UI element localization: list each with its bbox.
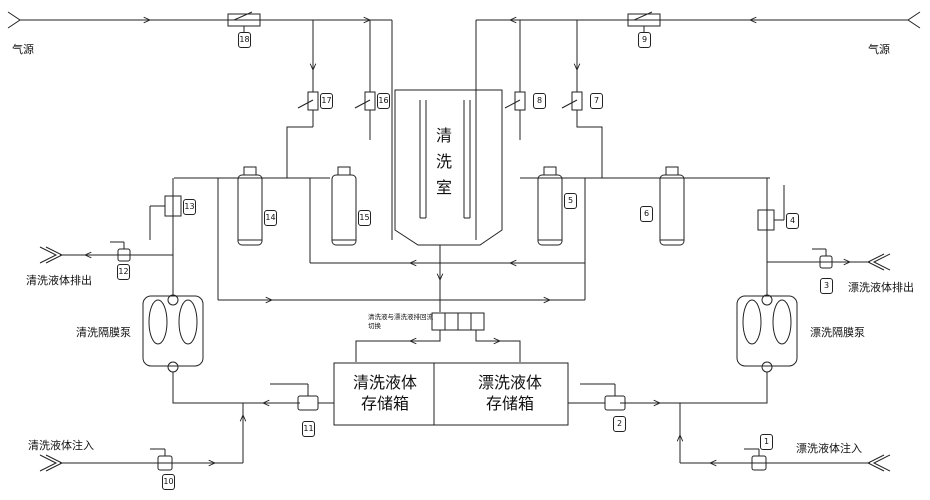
rinse-pump (736, 294, 798, 373)
tag-7: 7 (590, 93, 603, 109)
clean-pump (142, 294, 204, 373)
ball-valve-12[interactable] (110, 241, 131, 262)
air-source-left-label: 气源 (12, 43, 34, 56)
tag-6: 6 (640, 206, 653, 222)
rinse-pump-label: 漂洗隔膜泵 (810, 326, 865, 339)
clean-tank-label: 清洗液体 存储箱 (352, 373, 417, 413)
ball-valve-1[interactable] (744, 448, 767, 471)
filter-5 (537, 166, 563, 246)
valve-13[interactable] (149, 195, 182, 240)
clean-pump-label: 清洗隔膜泵 (76, 326, 131, 339)
valve-8[interactable] (504, 91, 526, 111)
tag-17: 17 (320, 93, 333, 109)
cleaning-chamber (394, 89, 503, 246)
filter-6 (659, 166, 685, 246)
tag-12: 12 (117, 264, 130, 280)
switch-valve-label: 清洗液与漂洗液排回流切换 (368, 313, 433, 330)
valve-7[interactable] (561, 91, 583, 111)
ball-valve-2[interactable] (580, 383, 626, 411)
valve-4[interactable] (757, 185, 785, 231)
rinse-tank (433, 362, 569, 426)
tag-15: 15 (358, 210, 371, 226)
rinse-inject-label: 漂洗液体注入 (796, 442, 862, 455)
air-line-left (7, 11, 392, 29)
ball-valve-3[interactable] (812, 248, 833, 269)
ball-valve-11[interactable] (270, 383, 319, 411)
tag-14: 14 (264, 210, 277, 226)
tag-4: 4 (786, 213, 799, 229)
tag-5: 5 (564, 193, 577, 209)
air-branch-left (217, 20, 371, 300)
tag-16: 16 (377, 93, 390, 109)
clean-drain-label: 清洗液体排出 (26, 274, 92, 287)
air-line-right (476, 11, 921, 29)
tag-3: 3 (820, 278, 833, 294)
ball-valve-10[interactable] (150, 448, 173, 471)
tag-2: 2 (613, 416, 626, 432)
clean-inject-label: 清洗液体注入 (28, 439, 94, 452)
air-valve-9[interactable] (627, 11, 661, 33)
tag-1: 1 (760, 434, 773, 450)
filter-14 (237, 166, 263, 246)
rinse-drain-label: 漂洗液体排出 (848, 281, 914, 294)
filter-15 (331, 166, 357, 246)
tag-8: 8 (533, 93, 546, 109)
air-valve-18[interactable] (227, 11, 261, 33)
tag-11: 11 (302, 421, 315, 437)
air-source-right-label: 气源 (868, 43, 890, 56)
valve-16[interactable] (354, 91, 376, 111)
tag-10: 10 (162, 474, 175, 490)
air-branch-right (519, 20, 714, 179)
valve-17[interactable] (297, 91, 319, 111)
tag-13: 13 (183, 199, 196, 215)
rinse-tank-label: 漂洗液体 存储箱 (477, 373, 542, 413)
chamber-label: 清 洗 室 (435, 126, 452, 197)
switch-valve[interactable] (355, 312, 521, 362)
tag-9: 9 (638, 32, 651, 48)
tag-18: 18 (238, 32, 251, 48)
